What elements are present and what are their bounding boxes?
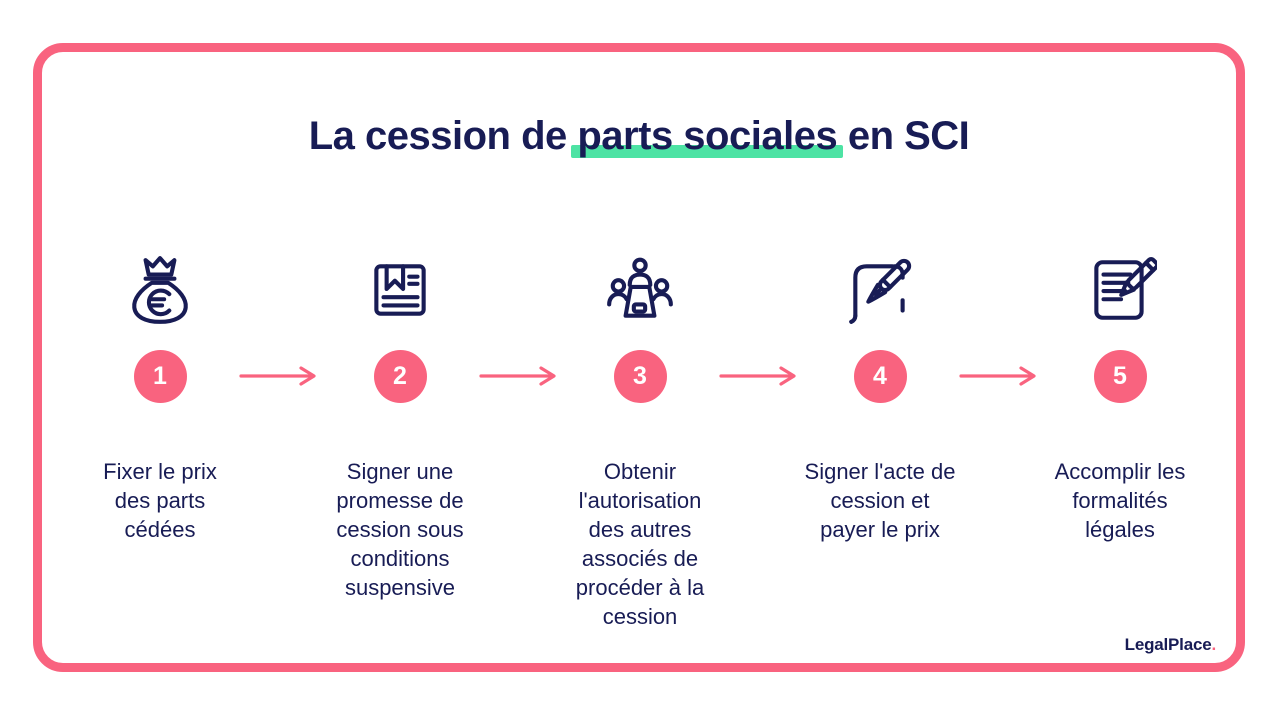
step-number-badge: 2: [373, 350, 427, 403]
step-number-badge: 1: [133, 350, 187, 403]
promise-document-bookmark-icon: [363, 250, 437, 330]
formalities-document-pencil-icon: [1083, 250, 1157, 330]
arrow-right-icon: [239, 366, 316, 386]
money-bag-euro-icon: [123, 250, 197, 330]
step-number-badge: 5: [1093, 350, 1147, 403]
step-label: Signer l'acte de cession et payer le pri…: [804, 459, 956, 542]
infographic-frame: La cession de parts sociales en SCI 1 Fi…: [33, 43, 1245, 672]
logo-dot: .: [1211, 635, 1216, 654]
arrow-right-icon: [959, 366, 1036, 386]
step-5: 5 Accomplir les formalités légales: [1020, 250, 1220, 631]
step-number-badge: 3: [613, 350, 667, 403]
step-label: Fixer le prix des parts cédées: [103, 459, 217, 542]
step-label: Obtenir l'autorisation des autres associ…: [575, 459, 705, 629]
legalplace-logo: LegalPlace.: [1124, 635, 1217, 655]
title-suffix: en SCI: [837, 114, 970, 158]
step-4: 4 Signer l'acte de cession et payer le p…: [780, 250, 980, 631]
arrow-right-icon: [479, 366, 556, 386]
arrow-right-icon: [719, 366, 796, 386]
title-prefix: La cession de: [308, 114, 578, 158]
steps-row: 1 Fixer le prix des parts cédées 2 Signe…: [60, 250, 1220, 631]
page-title: La cession de parts sociales en SCI: [42, 114, 1236, 159]
deed-signature-pen-icon: [843, 250, 917, 330]
associates-meeting-icon: [603, 250, 677, 330]
step-label: Signer une promesse de cession sous cond…: [336, 459, 464, 600]
step-number-badge: 4: [853, 350, 907, 403]
step-3: 3 Obtenir l'autorisation des autres asso…: [540, 250, 740, 631]
step-1: 1 Fixer le prix des parts cédées: [60, 250, 260, 631]
step-label: Accomplir les formalités légales: [1054, 459, 1186, 542]
step-2: 2 Signer une promesse de cession sous co…: [300, 250, 500, 631]
title-highlighted-text: parts sociales: [577, 114, 838, 158]
logo-text: LegalPlace: [1124, 635, 1212, 654]
